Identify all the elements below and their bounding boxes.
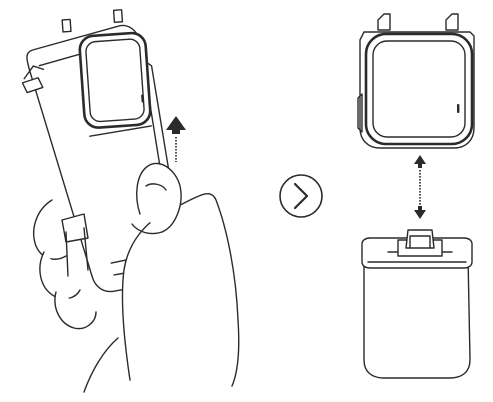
step-2-handle-base (361, 229, 473, 379)
step-2-camera-module (357, 13, 475, 149)
bottom-clip (61, 213, 89, 277)
hand-front (83, 162, 240, 393)
camera-module (78, 31, 152, 137)
step-1-illustration (21, 9, 240, 393)
hand-back-fingers (33, 199, 97, 330)
upward-arrow-icon (166, 116, 186, 162)
double-arrow-icon (414, 155, 426, 219)
chevron-right-circle-icon (279, 174, 323, 218)
